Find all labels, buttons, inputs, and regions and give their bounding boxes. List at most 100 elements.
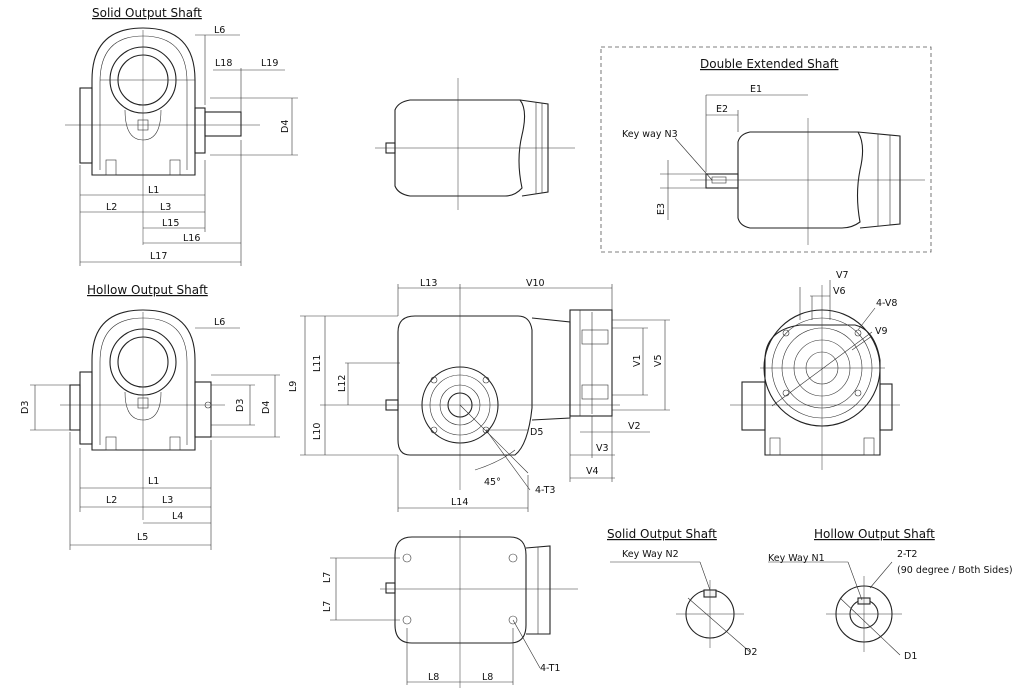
keyway-n2-label: Key Way N2	[622, 549, 679, 560]
dim-e1: E1	[750, 84, 762, 95]
housing-outline	[91, 309, 196, 451]
mount-hole-4	[508, 615, 518, 625]
dim-d4-top: D4	[280, 120, 291, 133]
mount-hole-2	[508, 553, 518, 563]
dim-l4: L4	[172, 511, 183, 522]
dim-v1: V1	[632, 354, 643, 367]
dim-d2: D2	[744, 647, 757, 658]
dim-v3: V3	[596, 443, 609, 454]
angle-label: 45°	[484, 477, 501, 488]
dim-v7: V7	[836, 270, 849, 281]
motor-end-view	[730, 280, 900, 470]
dim-t3: 4-T3	[535, 485, 555, 496]
housing-outline	[397, 315, 533, 456]
bolt-hole-1	[430, 376, 438, 384]
dim-v9: V9	[875, 326, 888, 337]
solid-shaft-section	[610, 561, 751, 653]
hollow-shaft-front-view	[60, 309, 225, 520]
hollow-shaft-dimensions	[30, 327, 280, 550]
dim-l2-hollow: L2	[106, 495, 117, 506]
dim-l13: L13	[420, 278, 437, 289]
mount-hole-1	[402, 553, 412, 563]
body-outline	[737, 131, 864, 229]
foot-right	[863, 437, 875, 456]
dim-d3-left: D3	[20, 401, 31, 414]
housing-back	[764, 324, 881, 456]
dim-l1-top: L1	[148, 185, 159, 196]
dim-l14: L14	[451, 497, 468, 508]
housing-outline	[91, 27, 196, 176]
keyway-n3-label: Key way N3	[622, 129, 678, 140]
adapter	[531, 317, 571, 421]
dim-l8-left: L8	[428, 672, 439, 683]
dim-v4: V4	[586, 466, 599, 477]
foot-right	[169, 436, 181, 451]
right-flange	[194, 381, 212, 438]
dim-l17: L17	[150, 251, 167, 262]
dim-d1: D1	[904, 651, 917, 662]
body-outline	[394, 99, 526, 197]
top-view	[375, 78, 575, 210]
dim-l11: L11	[312, 355, 323, 372]
dim-d4-hollow: D4	[261, 401, 272, 414]
bolt-hole-2	[482, 376, 490, 384]
flange-hole-4	[854, 389, 862, 397]
dim-l8-right: L8	[482, 672, 493, 683]
main-view-dimensions	[300, 284, 670, 512]
double-extended-view	[600, 46, 932, 253]
dim-l9: L9	[288, 381, 299, 392]
foot-left	[769, 437, 781, 456]
dim-l16: L16	[183, 233, 200, 244]
shaft-stub	[385, 582, 396, 594]
dim-e3: E3	[656, 203, 667, 215]
left-flange	[79, 87, 93, 164]
dim-l10: L10	[312, 423, 323, 440]
left-hub	[69, 384, 81, 431]
keyway-n1-label: Key Way N1	[768, 553, 825, 564]
dim-l15: L15	[162, 218, 179, 229]
right-hub	[879, 383, 893, 431]
title-hollow-shaft-bottom: Hollow Output Shaft	[814, 527, 935, 541]
bolt-hole-3	[430, 426, 438, 434]
dim-l19: L19	[261, 58, 278, 69]
bottom-view	[330, 530, 578, 688]
dim-d5: D5	[530, 427, 543, 438]
right-flange	[194, 107, 206, 154]
dim-l5: L5	[137, 532, 148, 543]
dim-l7-lower: L7	[322, 601, 333, 612]
dim-v10: V10	[526, 278, 545, 289]
dim-l18: L18	[215, 58, 232, 69]
solid-shaft-front-view	[65, 27, 260, 245]
t2-label: 2-T2	[897, 549, 917, 560]
foot-left	[105, 436, 117, 451]
flange-hole-3	[782, 389, 790, 397]
dim-v6: V6	[833, 286, 846, 297]
dim-e2: E2	[716, 104, 728, 115]
foot-left	[105, 159, 117, 176]
left-hub	[741, 381, 766, 431]
left-flange	[79, 371, 93, 445]
flange-boss-bottom	[581, 384, 609, 400]
dim-l7-upper: L7	[322, 572, 333, 583]
dim-l12: L12	[337, 375, 348, 392]
flange-boss-top	[581, 329, 609, 345]
title-hollow-shaft-top: Hollow Output Shaft	[87, 283, 208, 297]
dim-l6-hollow: L6	[214, 317, 225, 328]
title-double-extended: Double Extended Shaft	[700, 57, 839, 71]
dim-d3-right: D3	[235, 399, 246, 412]
flange-hole-1	[782, 329, 790, 337]
housing-inner-outline	[99, 35, 188, 170]
t2-detail-label: (90 degree / Both Sides)	[897, 565, 1013, 576]
base-outline	[394, 536, 527, 644]
main-side-view	[380, 300, 620, 490]
title-solid-shaft-top: Solid Output Shaft	[92, 6, 202, 20]
dim-l1-hollow: L1	[148, 476, 159, 487]
title-solid-shaft-bottom: Solid Output Shaft	[607, 527, 717, 541]
motor-flange	[569, 309, 613, 417]
dim-t1: 4-T1	[540, 663, 560, 674]
dim-v8: 4-V8	[876, 298, 897, 309]
foot-right	[169, 159, 181, 176]
hollow-shaft-section	[768, 561, 902, 656]
